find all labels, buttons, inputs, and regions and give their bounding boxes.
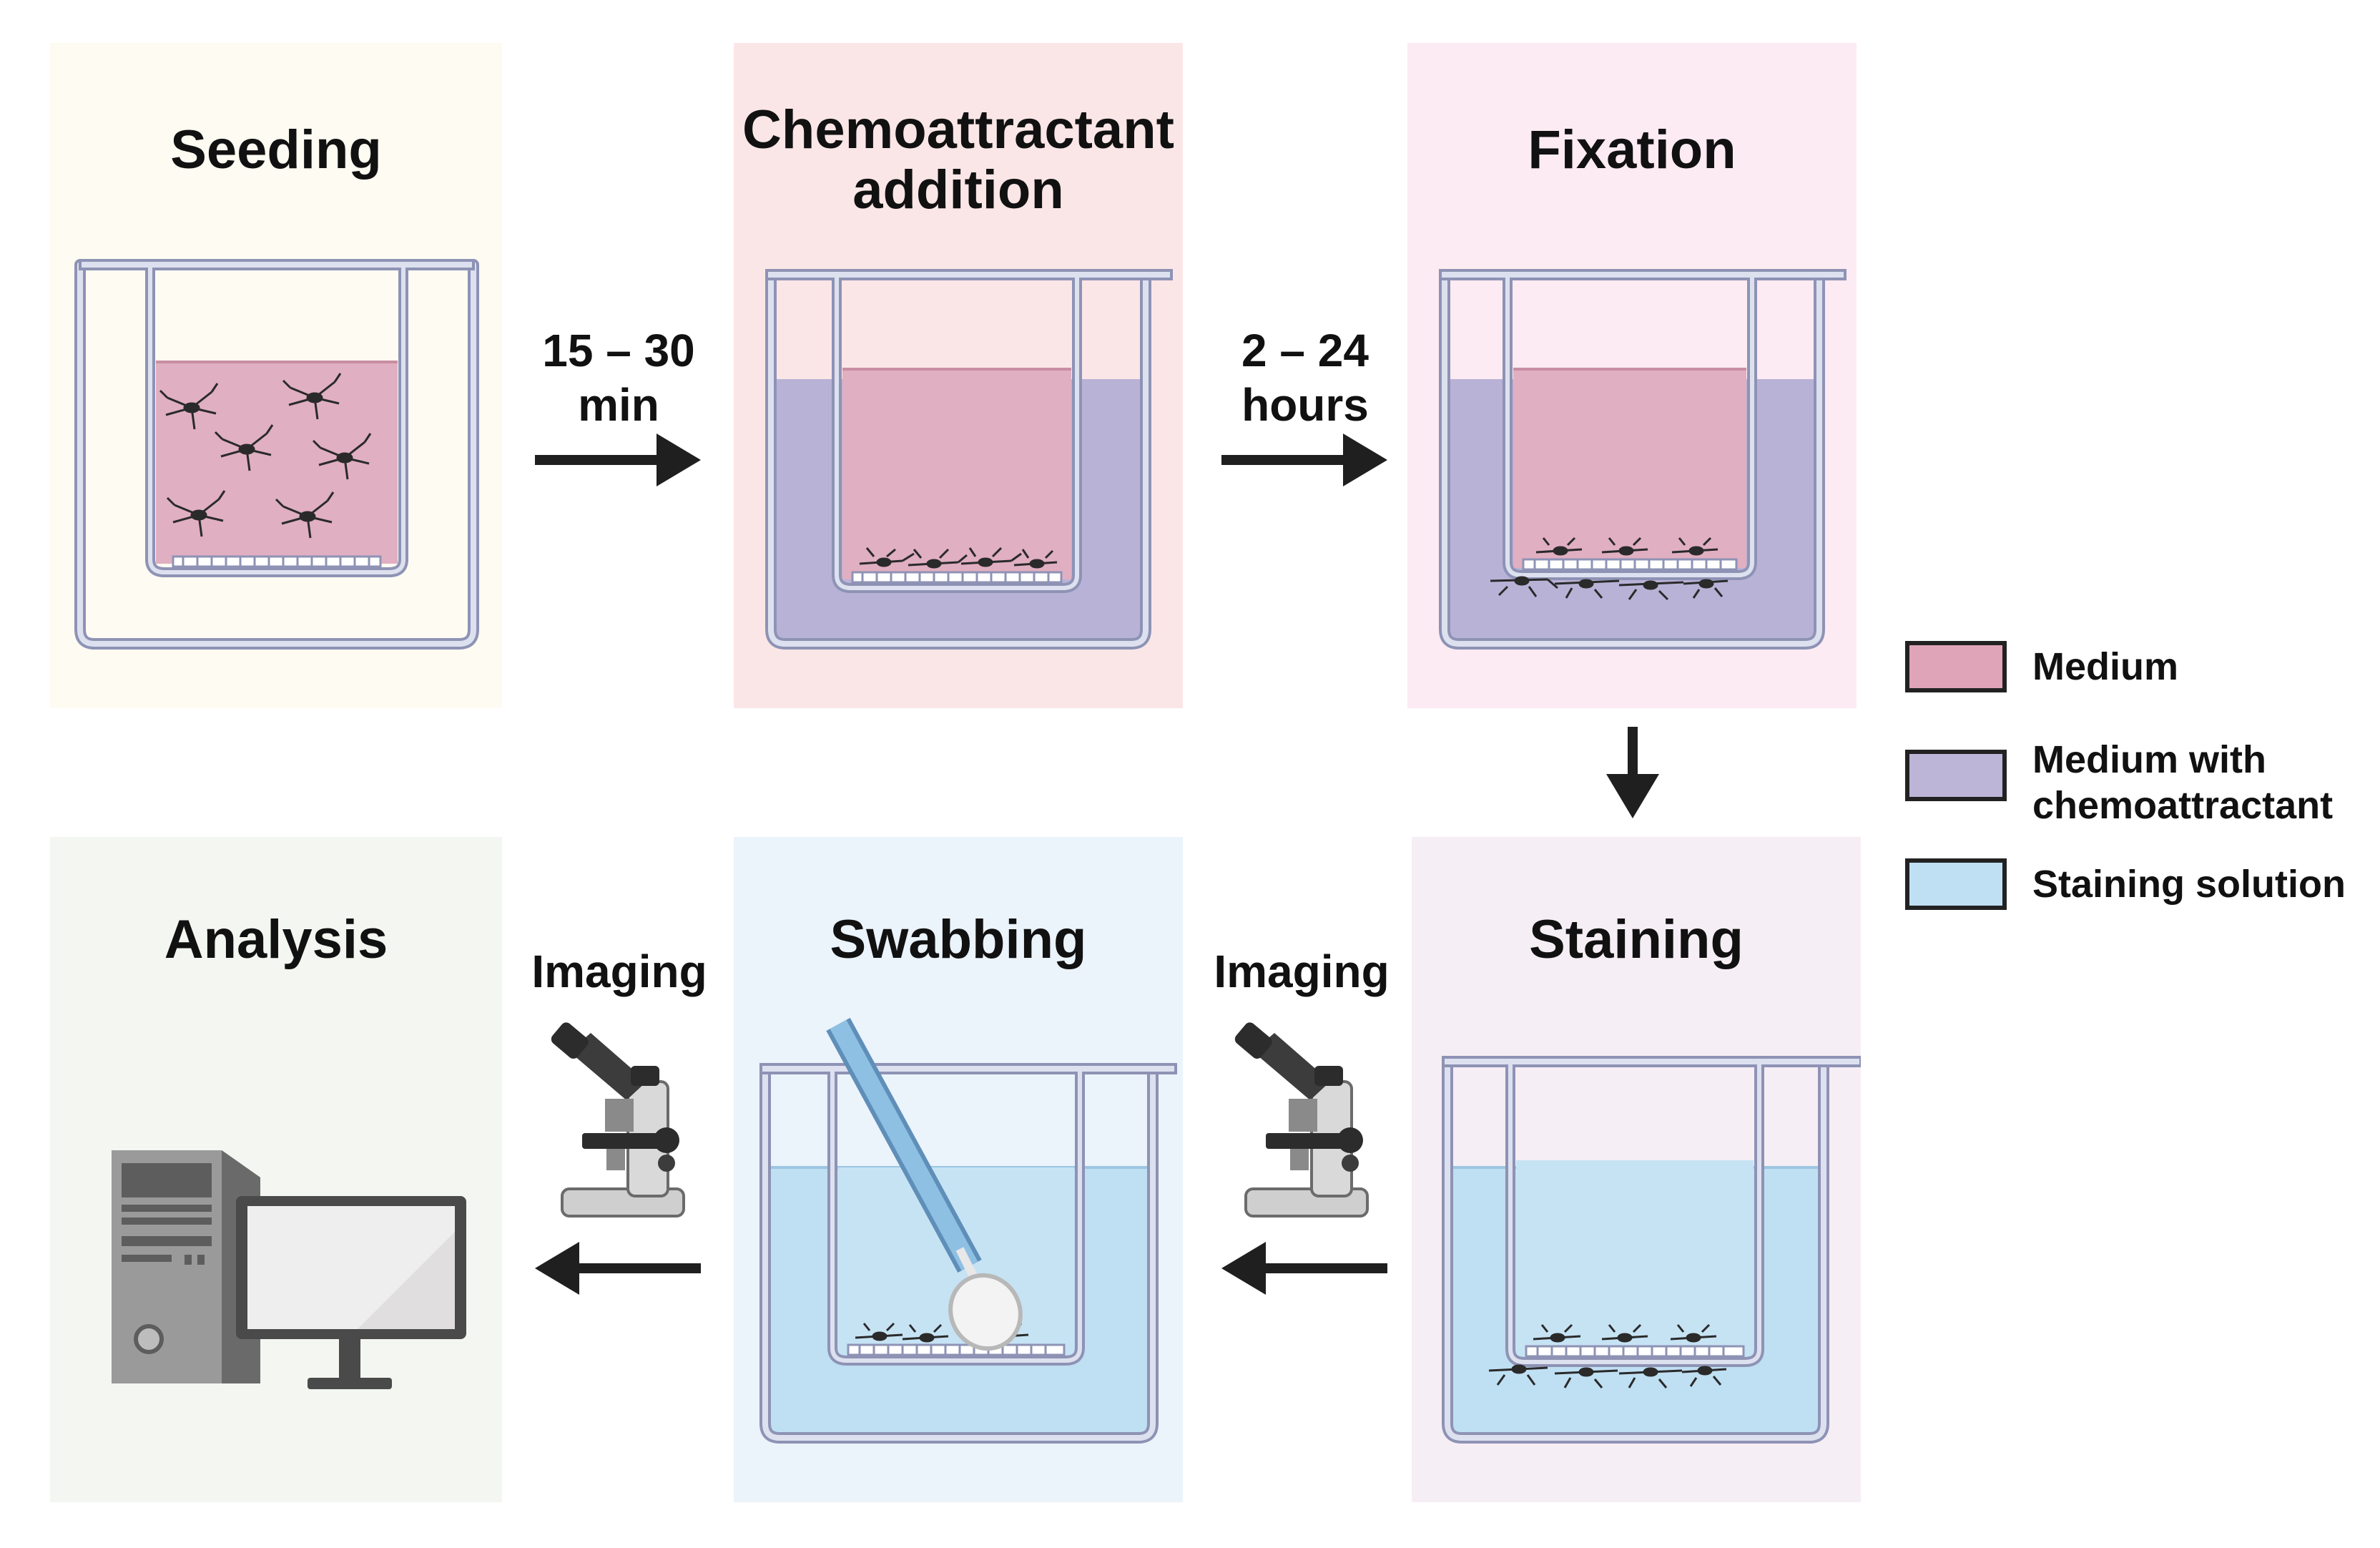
panel-title-fixation: Fixation <box>1528 119 1736 180</box>
legend-label-staining: Staining solution <box>2032 863 2346 906</box>
panel-title-seeding: Seeding <box>170 119 382 180</box>
panel-chemoattractant-addition: Chemoattractant addition <box>734 43 1183 708</box>
panel-title-swabbing: Swabbing <box>830 909 1087 970</box>
arrow-right-icon <box>1221 433 1387 486</box>
membrane <box>1525 1345 1745 1358</box>
transwell-seeding <box>74 259 479 650</box>
panel-seeding: Seeding <box>50 43 502 708</box>
panel-title-chemoattractant: Chemoattractant addition <box>742 99 1174 220</box>
panel-fixation: Fixation <box>1407 43 1857 708</box>
panel-swabbing: Swabbing <box>734 837 1183 1502</box>
cell-icon <box>159 373 372 539</box>
step-label-imaging-2: Imaging <box>531 946 707 997</box>
cell-icon <box>1490 537 1729 601</box>
step-label-seed-to-chemo: 15 – 30 min <box>542 325 695 431</box>
legend-swatch-medium-chemo <box>1905 750 2007 801</box>
arrow-right-icon <box>535 433 701 486</box>
arrow-down-icon <box>1606 727 1659 818</box>
transwell-chemoattractant <box>765 269 1173 650</box>
membrane <box>1522 558 1738 571</box>
membrane <box>851 571 1063 584</box>
transwell-swabbing <box>759 1017 1177 1444</box>
step-label-chemo-to-fix: 2 – 24 hours <box>1241 325 1369 431</box>
cell-icon <box>1488 1323 1727 1388</box>
step-label-imaging-1: Imaging <box>1214 946 1390 997</box>
legend-label-medium-chemo: Medium with chemoattractant <box>2032 738 2334 827</box>
panel-staining: Staining <box>1412 837 1861 1502</box>
arrow-left-icon <box>1221 1242 1387 1295</box>
swab-icon <box>826 1017 1023 1351</box>
legend-label-medium: Medium <box>2032 645 2179 688</box>
legend-swatch-staining <box>1905 858 2007 910</box>
cell-icon <box>859 547 1058 569</box>
microscope-icon <box>551 1022 685 1218</box>
panel-title-staining: Staining <box>1529 909 1744 970</box>
transwell-staining <box>1442 1056 1861 1444</box>
microscope-icon <box>1234 1022 1369 1218</box>
membrane <box>172 555 382 568</box>
panel-analysis: Analysis <box>50 837 502 1502</box>
transwell-fixation <box>1439 269 1847 650</box>
arrow-left-icon <box>535 1242 701 1295</box>
computer-icon <box>112 1150 466 1389</box>
panel-title-analysis: Analysis <box>164 909 388 970</box>
legend-swatch-medium <box>1905 641 2007 692</box>
